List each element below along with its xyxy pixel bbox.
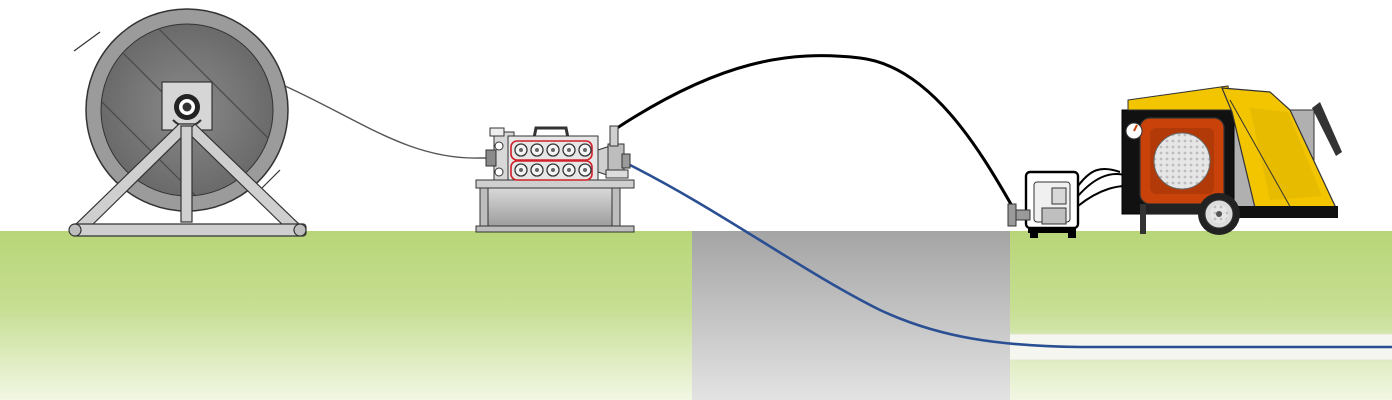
trench (692, 231, 1010, 400)
hydraulic-pump-icon (1007, 167, 1141, 238)
blowing-hose (613, 54, 1014, 207)
cable-pusher-icon (475, 125, 635, 233)
compressor-trailer-icon (1121, 85, 1342, 235)
ground (0, 231, 1392, 400)
cable-drum-icon (68, 8, 307, 237)
fiber-duct (625, 161, 1392, 349)
drum-to-pusher-cable (284, 85, 510, 159)
